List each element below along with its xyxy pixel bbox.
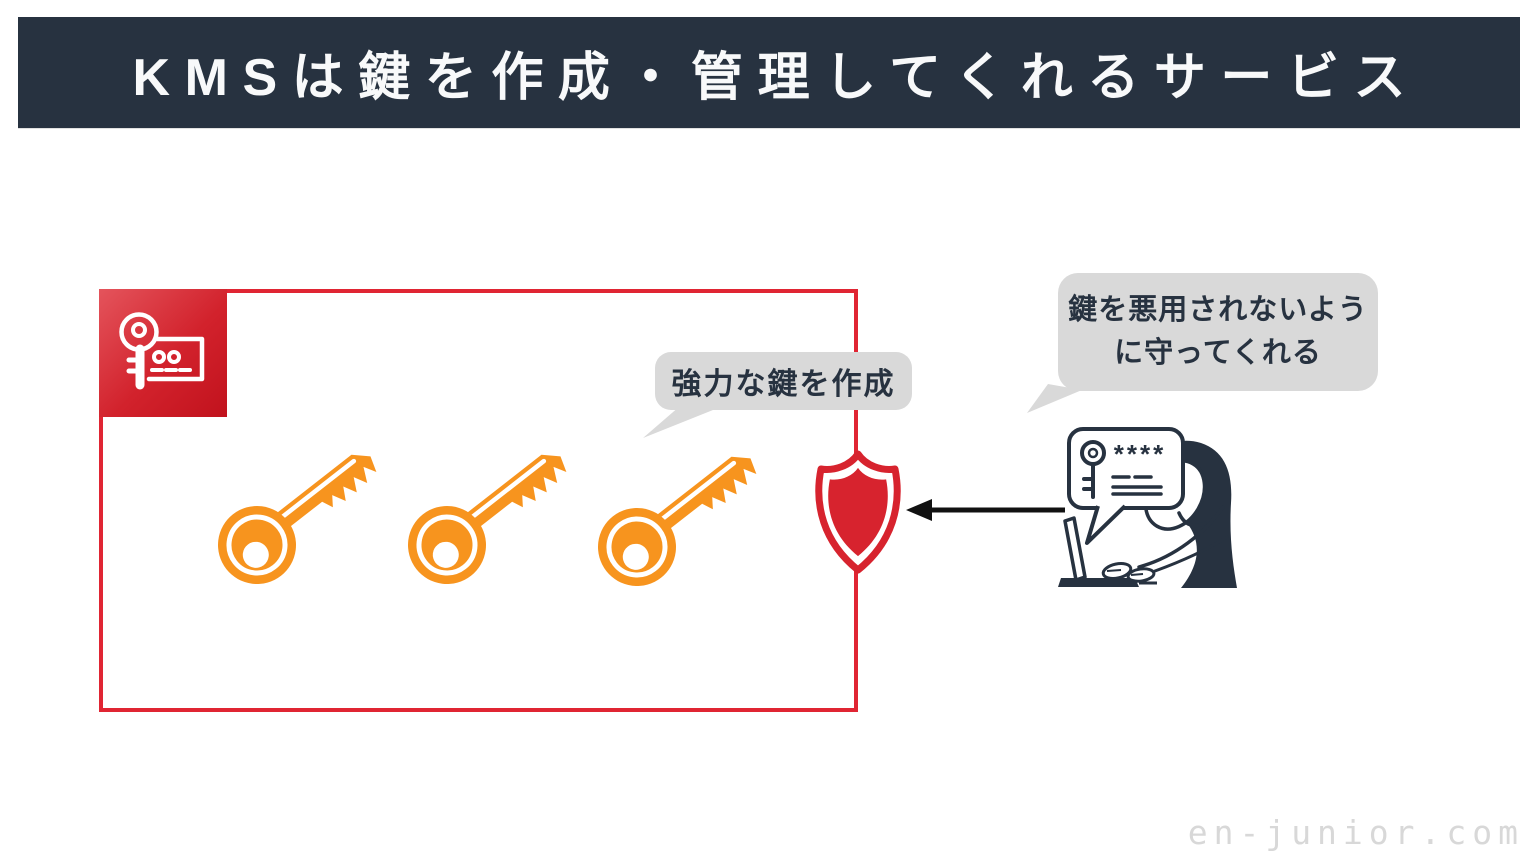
- laptop-icon: [1058, 516, 1157, 587]
- site-watermark: en-junior.com: [1187, 813, 1524, 852]
- create-key-bubble-text: 強力な鍵を作成: [671, 368, 896, 401]
- password-speech-bubble: ****: [1067, 427, 1185, 545]
- protect-key-bubble: 鍵を悪用されないよう に守ってくれる: [1058, 273, 1378, 391]
- create-key-bubble: 強力な鍵を作成: [655, 352, 912, 410]
- admin-body: [1137, 505, 1229, 573]
- kms-key-icon: [99, 289, 227, 417]
- protect-key-bubble-tail: [1027, 384, 1082, 413]
- password-mask-text: ****: [1114, 439, 1166, 469]
- left-arrow-icon: [906, 499, 1065, 521]
- key-icon: [582, 445, 774, 602]
- key-icon: [1080, 440, 1106, 499]
- kms-key-glyph: [119, 312, 205, 390]
- generated-keys: [180, 445, 820, 610]
- password-text-lines: [1111, 475, 1163, 496]
- key-icon: [392, 445, 584, 600]
- protect-key-bubble-line2: に守ってくれる: [1114, 337, 1322, 369]
- title-banner: KMSは鍵を作成・管理してくれるサービス: [18, 17, 1520, 128]
- create-key-bubble-tail: [643, 406, 713, 438]
- shield-icon: [815, 450, 901, 574]
- protect-key-bubble-line1: 鍵を悪用されないよう: [1068, 293, 1368, 326]
- admin-person-illustration: ****: [1058, 427, 1237, 588]
- key-icon: [202, 445, 394, 600]
- page-title: KMSは鍵を作成・管理してくれるサービス: [132, 49, 1421, 107]
- admin-hands: [1101, 562, 1156, 583]
